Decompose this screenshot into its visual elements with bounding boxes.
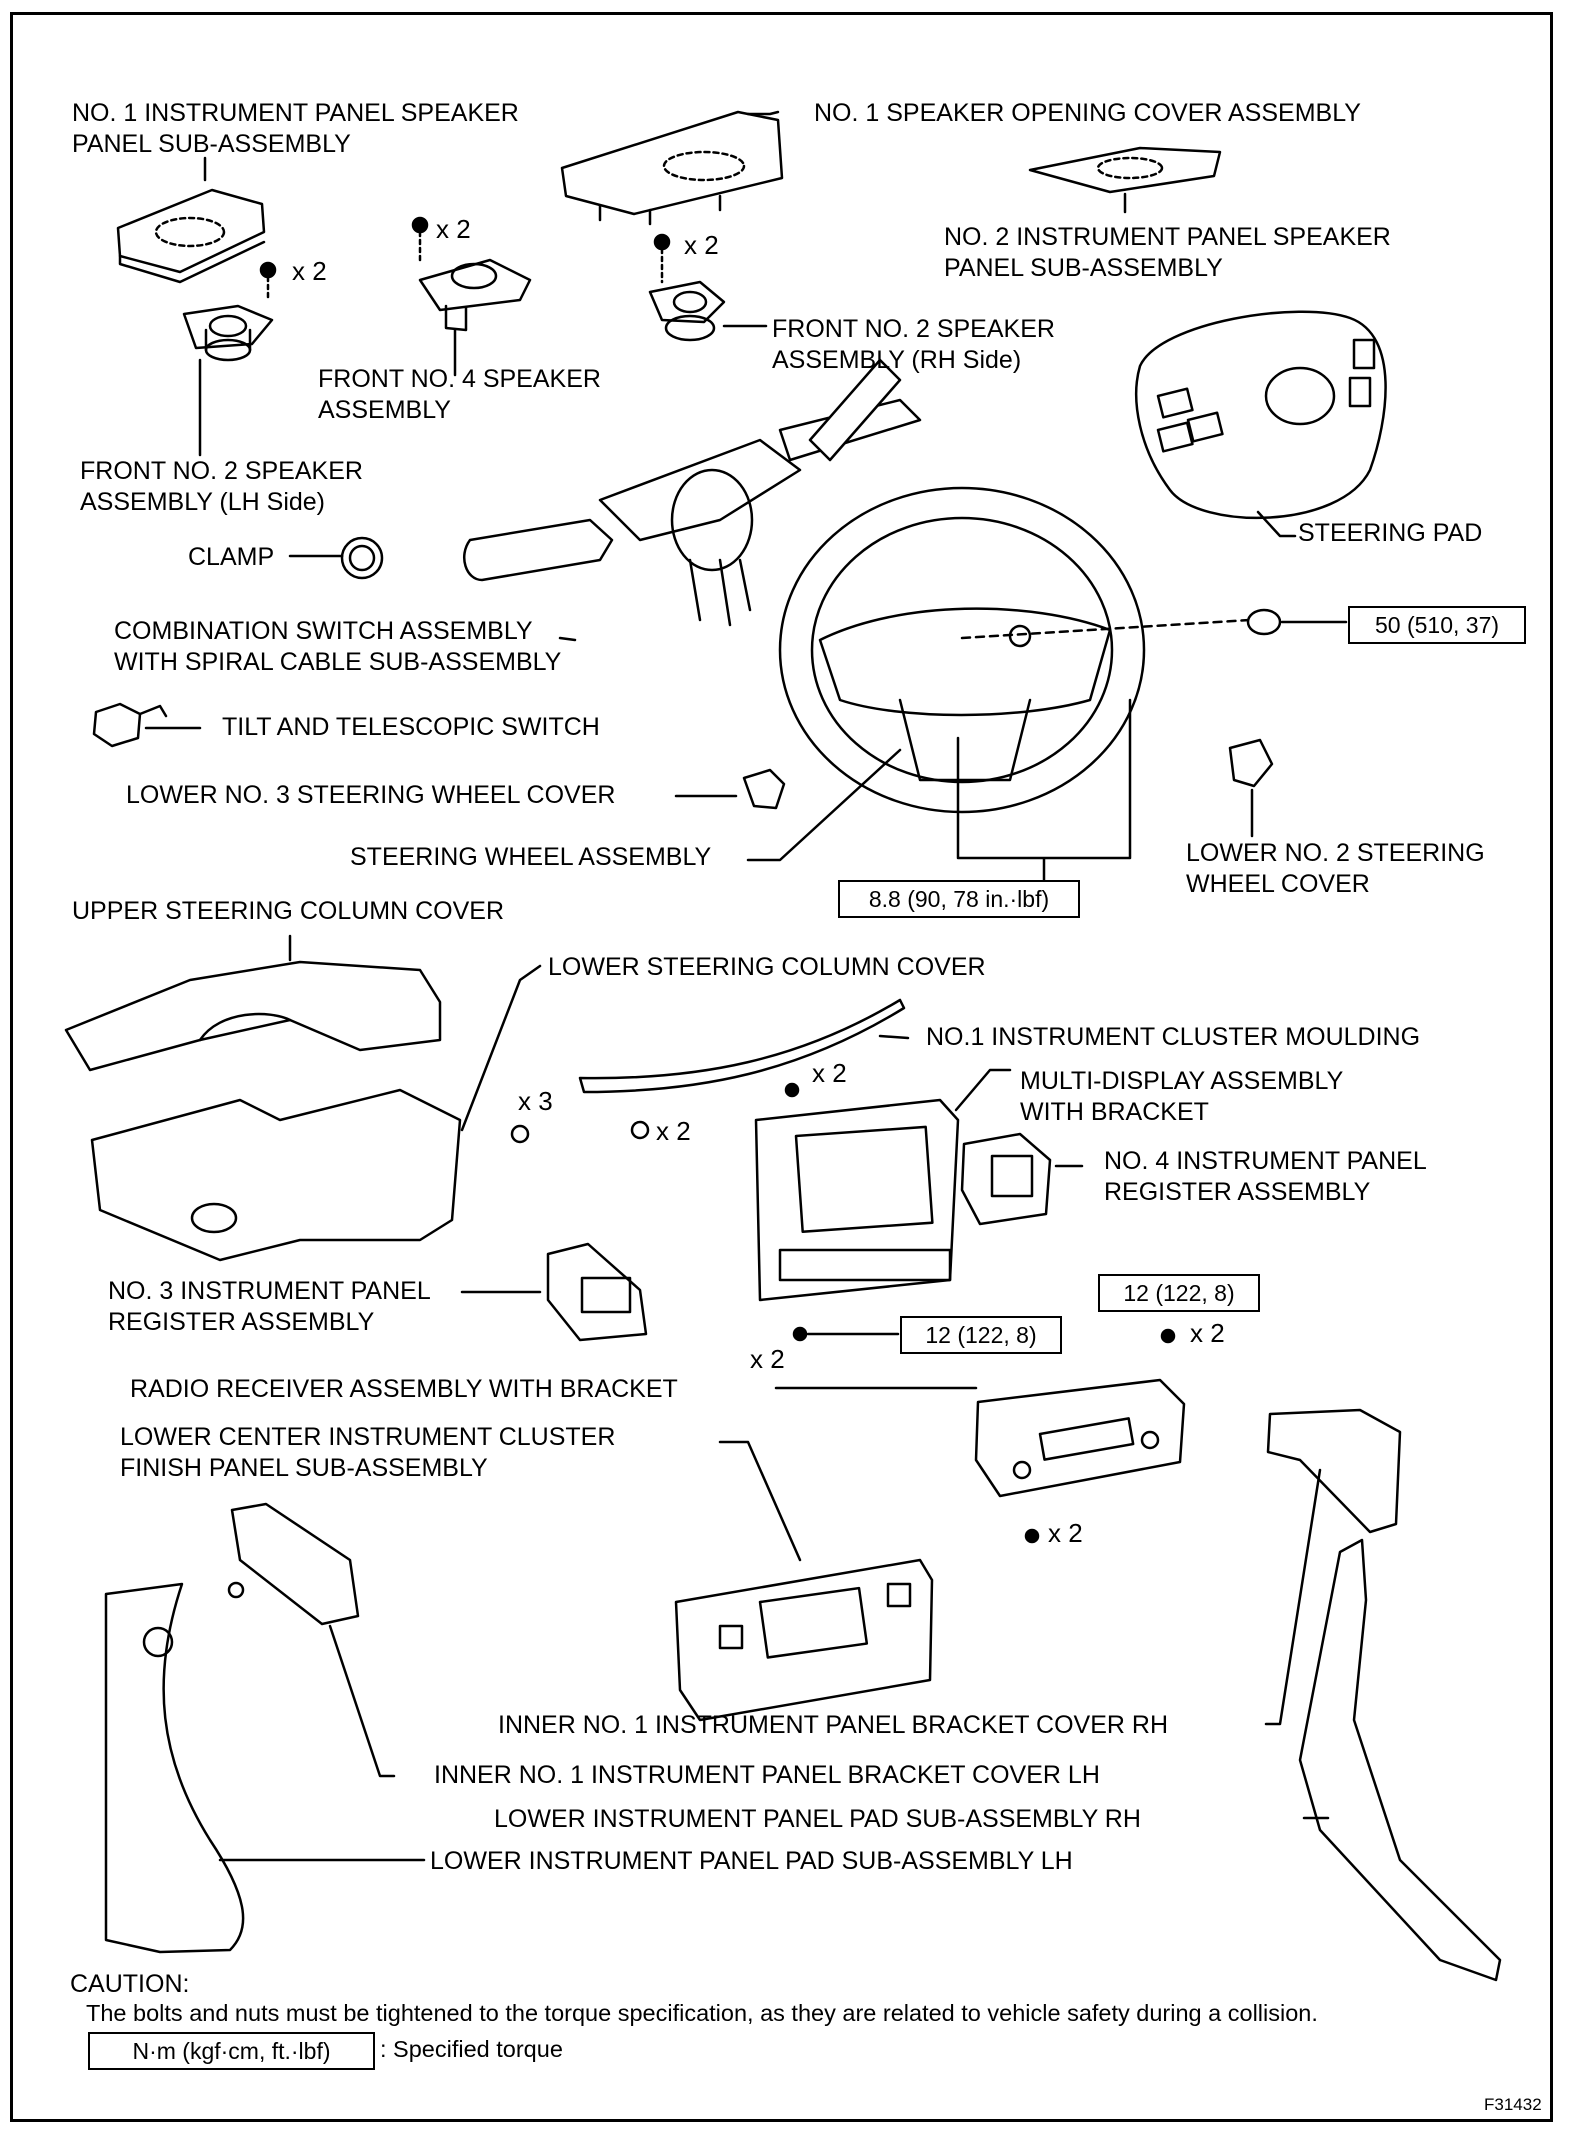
label-lower-no2-cover: LOWER NO. 2 STEERING WHEEL COVER [1186,839,1485,898]
speaker-opening-cover-part [560,110,784,226]
no4-register-part [960,1132,1052,1226]
label-lower-pad-lh: LOWER INSTRUMENT PANEL PAD SUB-ASSEMBLY … [430,1847,1073,1875]
qty-rh-speaker-screws: x 2 [684,230,719,260]
lower-pad-lh-part [104,1582,245,1954]
torque-steering-nut: 50 (510, 37) [1348,606,1526,644]
label-front-no2-speaker-lh: FRONT NO. 2 SPEAKER ASSEMBLY (LH Side) [80,457,363,516]
qty-radio-bottom-screws: x 2 [1048,1518,1083,1548]
clamp-part [340,536,384,580]
torque-radio-bolt: 12 (122, 8) [1098,1274,1260,1312]
figure-id: F31432 [1484,2095,1542,2114]
label-no3-register: NO. 3 INSTRUMENT PANEL REGISTER ASSEMBLY [108,1277,431,1336]
leader-inner-bracket-rh [1264,1468,1322,1726]
inner-bracket-rh-part [1266,1408,1402,1534]
rh-speaker-part [648,280,726,342]
no4-speaker-part [418,258,532,332]
leader-multi-display [954,1068,1012,1112]
steering-nut-part [1246,608,1282,636]
leader-cluster-moulding [878,1034,910,1040]
label-no2-ip-speaker-panel: NO. 2 INSTRUMENT PANEL SPEAKER PANEL SUB… [944,223,1391,282]
qty-display-top-screws: x 2 [812,1058,847,1088]
label-lower-no3-cover: LOWER NO. 3 STEERING WHEEL COVER [126,781,616,809]
leader-steering-wheel [746,748,902,862]
qty-radio-top-screws: x 2 [1190,1318,1225,1348]
label-cluster-moulding: NO.1 INSTRUMENT CLUSTER MOULDING [926,1023,1421,1051]
moulding-screw [630,1120,650,1140]
label-radio-receiver: RADIO RECEIVER ASSEMBLY WITH BRACKET [130,1375,678,1403]
inner-bracket-lh-part [230,1502,360,1626]
leader-opening-cover [746,110,780,116]
steering-wheel-part [778,486,1146,814]
cluster-moulding-part [578,998,906,1094]
label-no1-speaker-opening-cover: NO. 1 SPEAKER OPENING COVER ASSEMBLY [814,99,1361,127]
upper-column-cover-part [64,960,442,1072]
no3-register-part [546,1242,648,1342]
lower-no2-cover-part [1228,738,1274,788]
steering-pad-part [1135,310,1387,520]
multi-display-part [754,1098,960,1302]
leader-combination-switch [558,636,577,642]
leader-lower-center-finish [718,1440,802,1562]
qty-no4-speaker-screws: x 2 [436,214,471,244]
display-screw-top [784,1082,800,1098]
label-no4-register: NO. 4 INSTRUMENT PANEL REGISTER ASSEMBLY [1104,1147,1427,1206]
label-inner-bracket-rh: INNER NO. 1 INSTRUMENT PANEL BRACKET COV… [498,1711,1169,1739]
label-inner-bracket-lh: INNER NO. 1 INSTRUMENT PANEL BRACKET COV… [434,1761,1100,1789]
leader-inner-bracket-lh [328,1624,396,1778]
lh-speaker-part [182,304,274,362]
label-steering-pad: STEERING PAD [1298,519,1483,547]
no2-speaker-panel-part [1028,146,1222,194]
column-cover-screw [510,1124,530,1144]
label-clamp: CLAMP [188,543,275,571]
radio-receiver-part [974,1378,1186,1498]
no4-speaker-screw [411,216,429,264]
tilt-switch-part [92,702,168,748]
display-screw-bottom [792,1326,808,1342]
qty-moulding-screws: x 2 [656,1116,691,1146]
lower-no3-cover-part [742,768,786,810]
caution-text: The bolts and nuts must be tightened to … [86,2000,1318,2026]
qty-lh-speaker-screws: x 2 [292,256,327,286]
torque-display-bolt: 12 (122, 8) [900,1316,1062,1354]
label-tilt-switch: TILT AND TELESCOPIC SWITCH [222,713,600,741]
torque-legend-box: N·m (kgf·cm, ft.·lbf) [88,2032,375,2070]
label-lower-column-cover: LOWER STEERING COLUMN COVER [548,953,986,981]
lower-pad-rh-part [1298,1538,1502,1982]
label-combination-switch: COMBINATION SWITCH ASSEMBLY WITH SPIRAL … [114,617,562,676]
label-multi-display: MULTI-DISPLAY ASSEMBLY WITH BRACKET [1020,1067,1344,1126]
inner-bracket-lh-screw [227,1581,245,1599]
torque-wheel-screws: 8.8 (90, 78 in.·lbf) [838,880,1080,918]
no1-speaker-panel-part [116,188,266,284]
label-front-no2-speaker-rh: FRONT NO. 2 SPEAKER ASSEMBLY (RH Side) [772,315,1055,374]
label-no1-ip-speaker-panel: NO. 1 INSTRUMENT PANEL SPEAKER PANEL SUB… [72,99,519,158]
rh-speaker-screw [653,233,671,284]
label-steering-wheel: STEERING WHEEL ASSEMBLY [350,843,712,871]
label-lower-center-finish: LOWER CENTER INSTRUMENT CLUSTER FINISH P… [120,1423,616,1482]
radio-screw-top [1160,1328,1176,1344]
radio-screw-bottom [1024,1528,1040,1544]
label-lower-pad-rh: LOWER INSTRUMENT PANEL PAD SUB-ASSEMBLY … [494,1805,1141,1833]
torque-legend-text: : Specified torque [380,2036,563,2062]
qty-display-bottom-screws: x 2 [750,1344,785,1374]
lh-speaker-screw [259,261,277,302]
combination-switch-part [463,358,922,627]
lower-column-cover-part [90,1088,462,1262]
label-upper-column-cover: UPPER STEERING COLUMN COVER [72,897,505,925]
caution-title: CAUTION: [70,1970,190,1998]
label-front-no4-speaker: FRONT NO. 4 SPEAKER ASSEMBLY [318,365,601,424]
leader-steering-pad [1256,510,1297,538]
lower-center-finish-part [674,1558,934,1722]
leader-lower-column-cover [460,964,542,1132]
centerline-steering-nut [960,618,1252,640]
diagram-frame [10,12,1553,2122]
qty-column-cover-screws: x 3 [518,1086,553,1116]
bracket-wheel-screws [956,698,1132,882]
